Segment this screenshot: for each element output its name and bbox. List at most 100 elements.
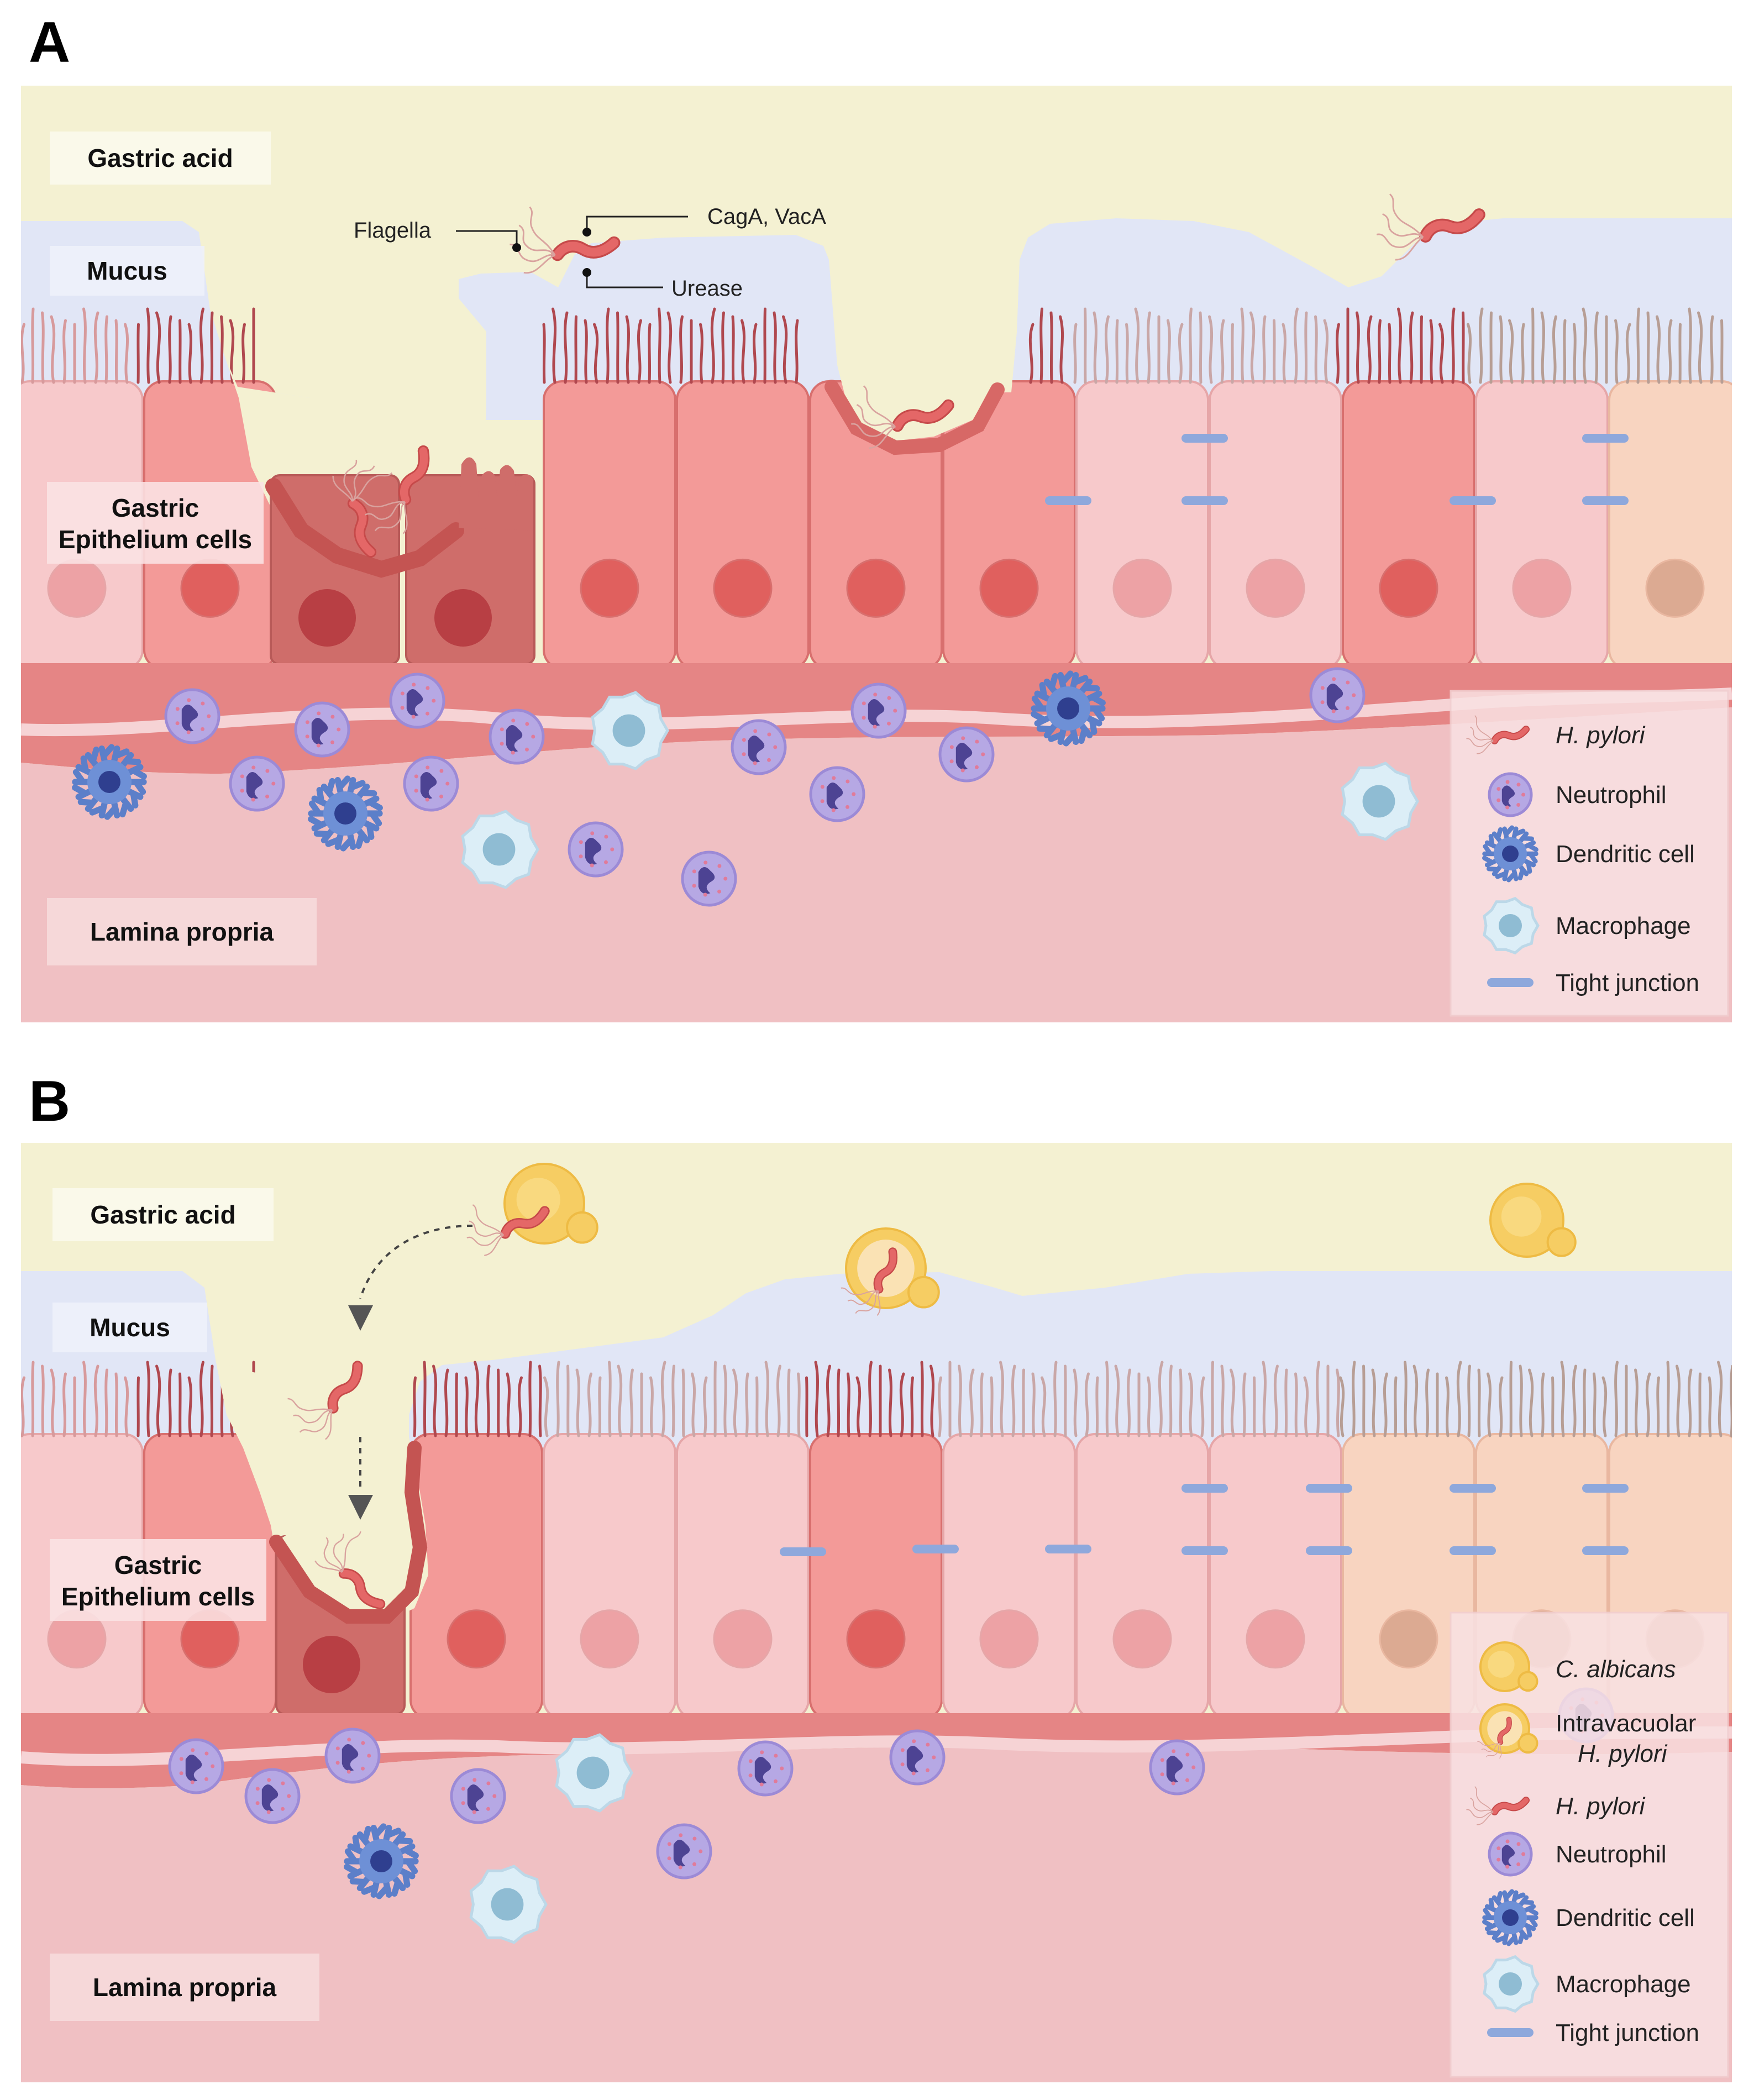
translocation-arrows: [348, 1225, 473, 1520]
neutrophil-icon: [737, 1740, 794, 1797]
legend-item: Macrophage: [1483, 896, 1691, 955]
epithelium-label-line1: Gastric: [114, 1551, 202, 1579]
crypt-border: [269, 1441, 428, 1624]
tight-junction-icon: [1450, 1484, 1496, 1493]
h-pylori-icon: [314, 1531, 386, 1609]
nucleus: [180, 558, 240, 618]
epithelial-cell-row: [21, 380, 1732, 670]
microvilli-row: [21, 1361, 1732, 1437]
tight-junction-icon: [1045, 496, 1091, 505]
legend-item: C. albicans: [1479, 1641, 1676, 1692]
nucleus: [846, 558, 906, 618]
nucleus: [713, 558, 773, 618]
h-pylori-icon: [1376, 193, 1485, 261]
tight-junction-icon: [1582, 496, 1629, 505]
epithelial-cell: [942, 1433, 1076, 1720]
neutrophil-icon: [731, 719, 787, 775]
neutrophil-icon: [164, 688, 220, 744]
epithelial-cell: [942, 380, 1076, 670]
epithelium-label-line2: Epithelium cells: [59, 525, 252, 554]
tight-junction-icon: [1487, 2028, 1534, 2037]
nucleus: [1645, 558, 1705, 618]
nucleus: [47, 558, 107, 618]
panel-b-scene: Gastric acid Mucus Gastric Epithelium ce…: [21, 1143, 1732, 2082]
panel-a: A: [21, 11, 1732, 1022]
nucleus: [979, 558, 1039, 618]
macrophage-icon: [555, 1733, 633, 1813]
immune-cells: [72, 667, 1419, 907]
dendritic-cell-icon: [72, 744, 147, 820]
neutrophil-icon: [244, 1768, 301, 1824]
legend-item: H. pylori: [1466, 715, 1646, 754]
tight-junction-icon: [1450, 496, 1496, 505]
nucleus: [846, 1609, 906, 1669]
neutrophil-icon: [656, 1823, 712, 1880]
neutrophil-icon: [568, 821, 624, 878]
tight-junction-icon: [1181, 1546, 1228, 1555]
neutrophil-icon: [889, 1729, 946, 1786]
epithelial-cell: [1342, 380, 1475, 670]
epithelial-cell: [543, 380, 676, 670]
neutrophil-icon: [324, 1728, 381, 1784]
epithelial-cell: [809, 1433, 943, 1720]
h-pylori-icon: [466, 1204, 550, 1256]
legend-item: Tight junction: [1487, 2019, 1699, 2046]
c-albicans-icon: [1489, 1183, 1577, 1258]
panel-a-letter: A: [29, 11, 70, 75]
legend-label: C. albicans: [1556, 1656, 1676, 1683]
tight-junction-icon: [780, 1547, 826, 1556]
h-pylori-icon: [841, 1247, 898, 1316]
virulence-annotations: Flagella CagA, VacA Urease: [354, 204, 826, 301]
tight-junction-icon: [1306, 1484, 1352, 1493]
caga-vaca-label: CagA, VacA: [707, 204, 826, 229]
legend-label: H. pylori: [1556, 1793, 1646, 1820]
tight-junctions: [1045, 434, 1629, 505]
legend-label: H. pylori: [1556, 722, 1646, 749]
h-pylori-icon: [332, 459, 393, 558]
legend-label: Tight junction: [1556, 969, 1699, 996]
nucleus: [580, 558, 639, 618]
arrowhead-2: [348, 1495, 373, 1520]
dendritic-cell-icon: [1482, 825, 1538, 883]
tight-junction-icon: [1487, 978, 1534, 987]
epithelial-cell: [1209, 380, 1342, 670]
epithelial-cell: [1075, 380, 1209, 670]
damaged-fingers: [459, 457, 533, 531]
neutrophil-icon: [850, 683, 907, 739]
dendritic-cell-icon: [1482, 1889, 1538, 1946]
neutrophil-icon: [389, 673, 445, 729]
epithelial-cell: [676, 380, 810, 670]
h-pylori-icon: [287, 1361, 363, 1440]
basement-band: [21, 1713, 1732, 1788]
nucleus: [1379, 558, 1438, 618]
epithelial-cell: [409, 1433, 543, 1720]
lamina-propria: [21, 1745, 1732, 2082]
lamina-propria-label: Lamina propria: [93, 1973, 277, 2002]
legend-item: Neutrophil: [1488, 1831, 1667, 1877]
tight-junction-icon: [1181, 434, 1228, 443]
macrophage-icon: [461, 810, 539, 889]
legend-label: Neutrophil: [1556, 781, 1667, 809]
legend-label: Tight junction: [1556, 2019, 1699, 2046]
legend-item: Neutrophil: [1488, 772, 1667, 817]
neutrophil-icon: [229, 755, 285, 812]
tight-junction-icon: [1045, 1545, 1091, 1553]
neutrophil-icon: [403, 755, 459, 812]
flagella-label: Flagella: [354, 218, 432, 243]
h-pylori-icon: [1466, 715, 1530, 754]
neutrophil-icon: [450, 1768, 506, 1824]
nucleus: [1379, 1609, 1438, 1669]
epithelial-cell: [676, 1433, 810, 1720]
mucus-label: Mucus: [87, 256, 167, 285]
tight-junction-icon: [1181, 496, 1228, 505]
neutrophil-icon: [681, 851, 737, 907]
legend-item: Dendritic cell: [1482, 1889, 1695, 1946]
legend-label: Dendritic cell: [1556, 1904, 1695, 1931]
nucleus: [1246, 1609, 1305, 1669]
mucus-layer: [21, 218, 1732, 420]
urease-label: Urease: [671, 276, 743, 301]
nucleus: [298, 589, 356, 647]
legend-label: Intravacuolar: [1556, 1710, 1696, 1737]
nucleus: [1112, 1609, 1172, 1669]
